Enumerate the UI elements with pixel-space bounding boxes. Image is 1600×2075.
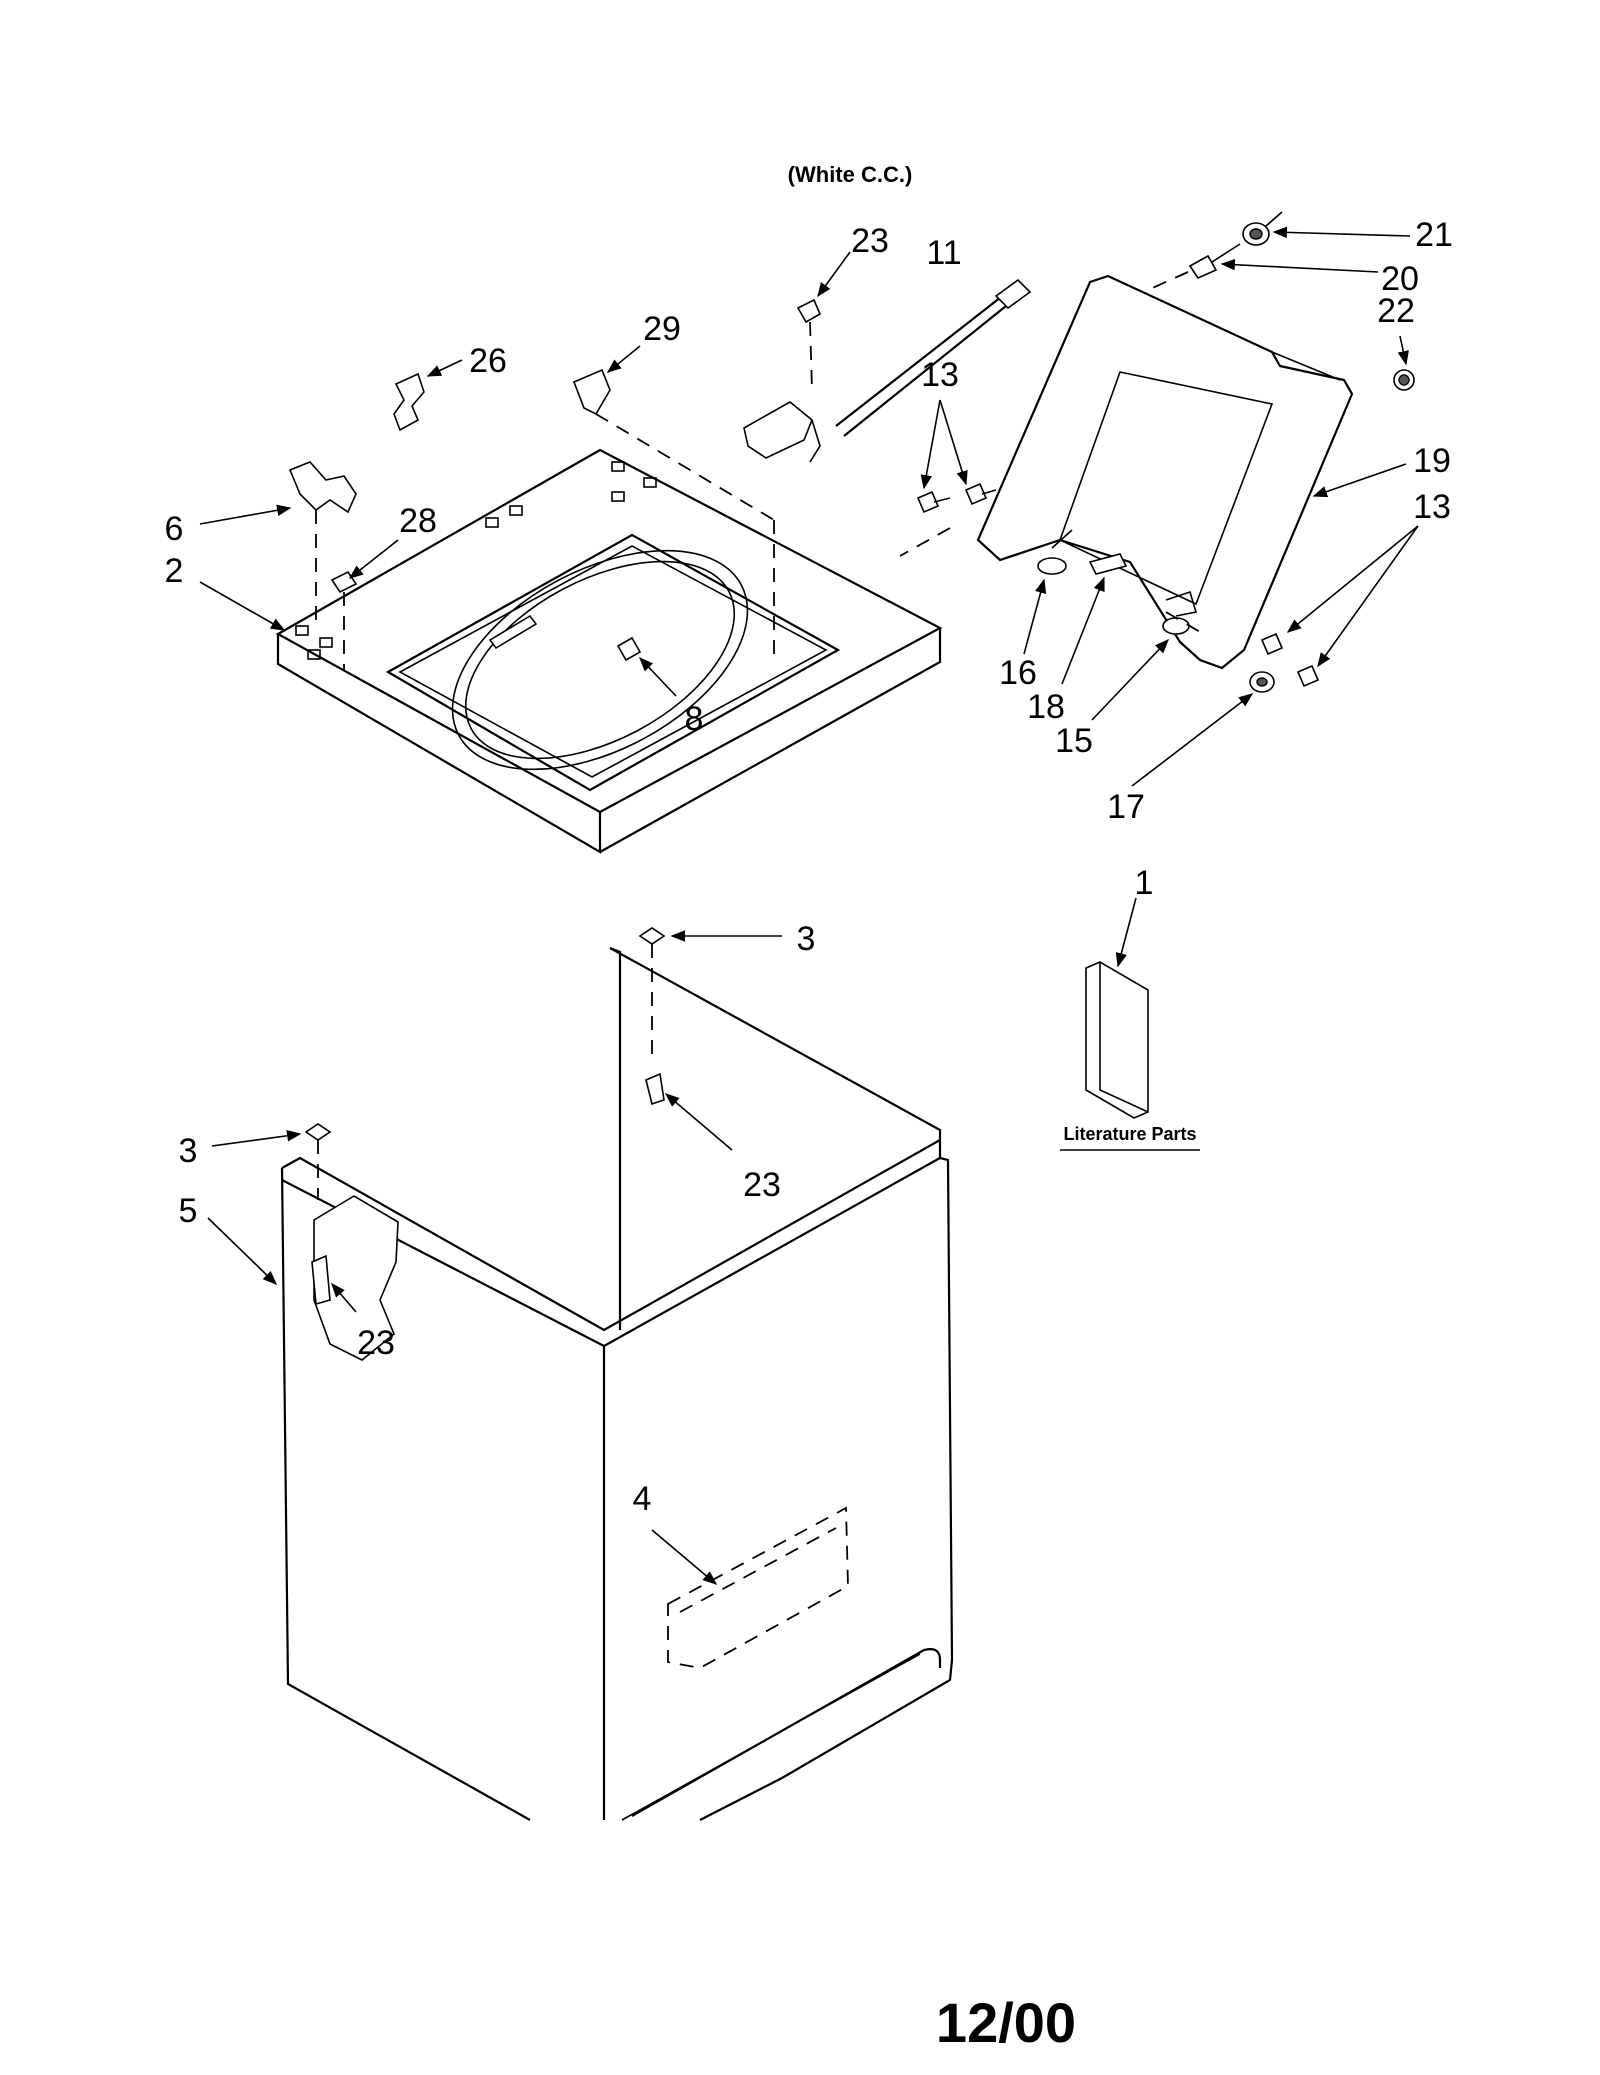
part-13-screws-lower [1260, 632, 1320, 688]
callout-29: 29 [643, 310, 681, 348]
callout-16: 16 [999, 654, 1037, 692]
callout-5: 5 [179, 1192, 198, 1230]
header-text: (White C.C.) [788, 162, 913, 187]
part-29-bracket [572, 368, 775, 660]
callout-2: 2 [165, 552, 184, 590]
callout-15: 15 [1055, 722, 1093, 760]
part-18-pin [1088, 553, 1128, 575]
callout-13-upper: 13 [921, 356, 959, 394]
callout-22: 22 [1377, 292, 1415, 330]
leader-arrows [199, 226, 1419, 1585]
part-13-screws-upper [899, 482, 997, 557]
literature-parts-label: Literature Parts [1063, 1124, 1196, 1144]
callout-8: 8 [685, 700, 704, 738]
part-16-washer [1037, 529, 1073, 575]
part-23-screw-top [796, 298, 822, 391]
part-8-screw [616, 636, 642, 662]
part-26-clip [393, 372, 425, 432]
callout-13-lower: 13 [1413, 488, 1451, 526]
date-code: 12/00 [936, 1991, 1076, 2054]
cabinet [280, 946, 954, 1821]
panel-holes [295, 461, 657, 660]
part-28-clip [330, 570, 358, 670]
lid [976, 274, 1354, 670]
callout-23-middle: 23 [743, 1166, 781, 1204]
part-6-hinge-clip [288, 461, 357, 630]
part-20-screw [1147, 243, 1241, 291]
callout-26: 26 [469, 342, 507, 380]
callout-4: 4 [633, 1480, 652, 1518]
callout-1: 1 [1135, 864, 1154, 902]
callout-19: 19 [1413, 442, 1451, 480]
part-15-washer [1162, 590, 1201, 635]
callout-18: 18 [1027, 688, 1065, 726]
part-11-wire-harness [743, 278, 1032, 463]
callout-labels: 21 20 22 19 13 13 11 23 29 26 6 28 2 8 1… [165, 216, 1453, 1518]
callout-28: 28 [399, 502, 437, 540]
callout-11: 11 [926, 234, 961, 272]
part-22-bumper [1393, 369, 1415, 391]
part-21-bumper [1242, 211, 1283, 246]
callout-3-upper: 3 [797, 920, 816, 958]
callout-6: 6 [165, 510, 184, 548]
part-3-clip-upper [638, 927, 666, 1060]
callout-23-top: 23 [851, 222, 889, 260]
callout-21: 21 [1415, 216, 1453, 254]
callout-3-lower: 3 [179, 1132, 198, 1170]
part-1-literature [1085, 961, 1149, 1119]
callout-23-lower: 23 [357, 1324, 395, 1362]
part-23-screw-lower [311, 1254, 331, 1306]
part-17-bumper [1249, 671, 1275, 693]
top-panel [275, 448, 943, 854]
callout-17: 17 [1107, 788, 1145, 826]
part-3-clip-lower [304, 1123, 332, 1200]
part-23-screw-middle [645, 1072, 665, 1106]
callout-20: 20 [1381, 260, 1419, 298]
